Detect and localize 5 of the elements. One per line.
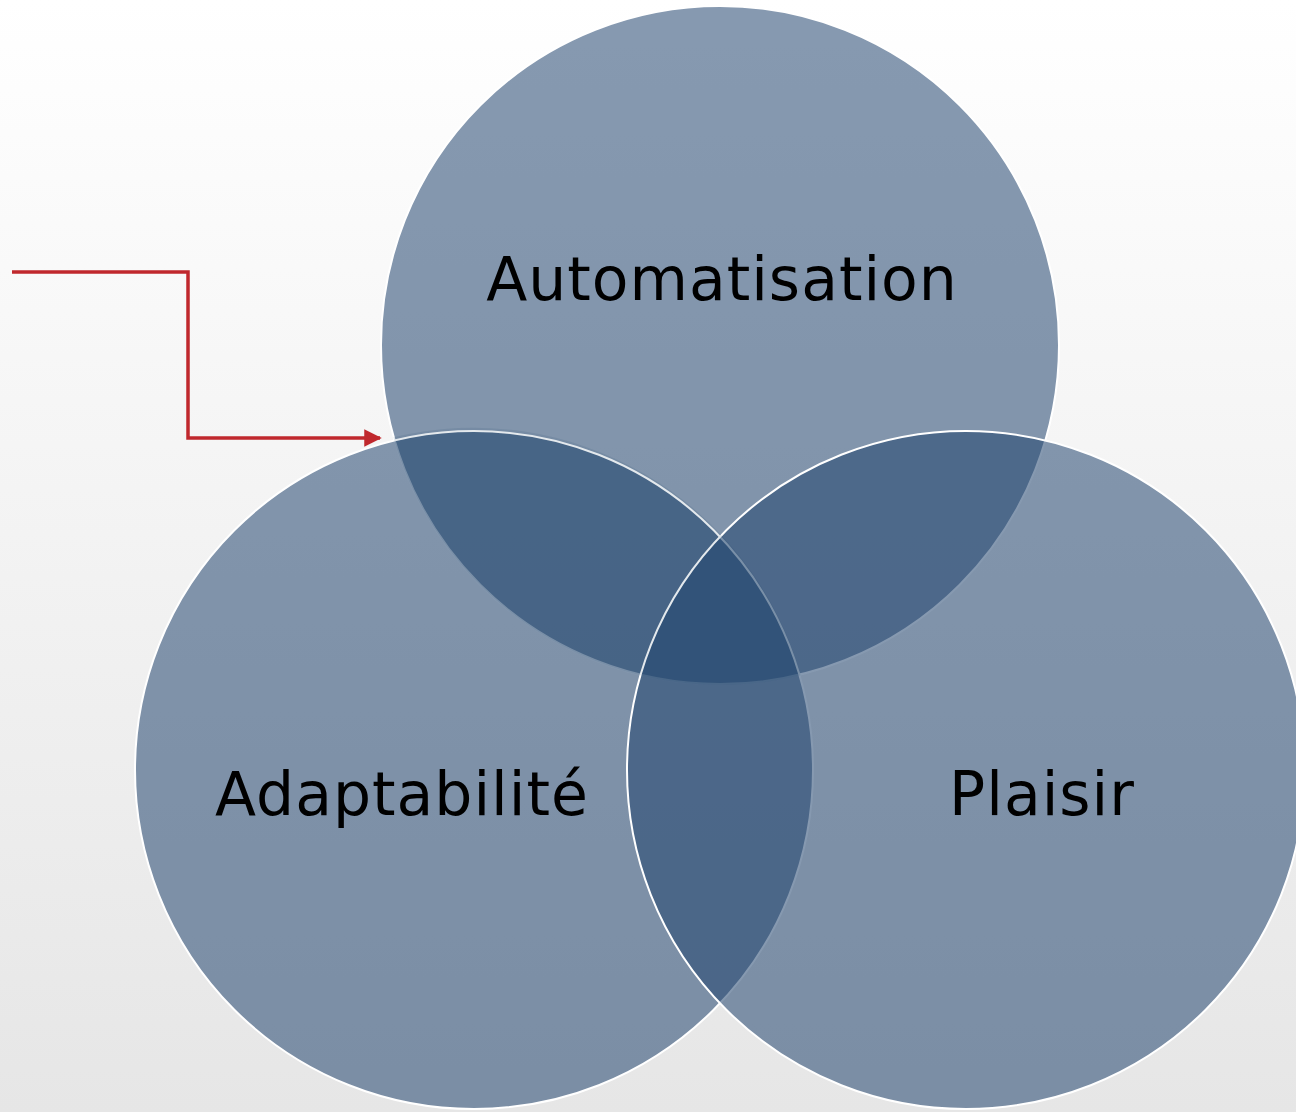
circle-label: Automatisation [486,244,958,314]
circle-label: Plaisir [949,759,1135,829]
overlap-region [393,427,801,685]
circle-label: Adaptabilité [215,759,589,829]
arrow [12,270,382,447]
